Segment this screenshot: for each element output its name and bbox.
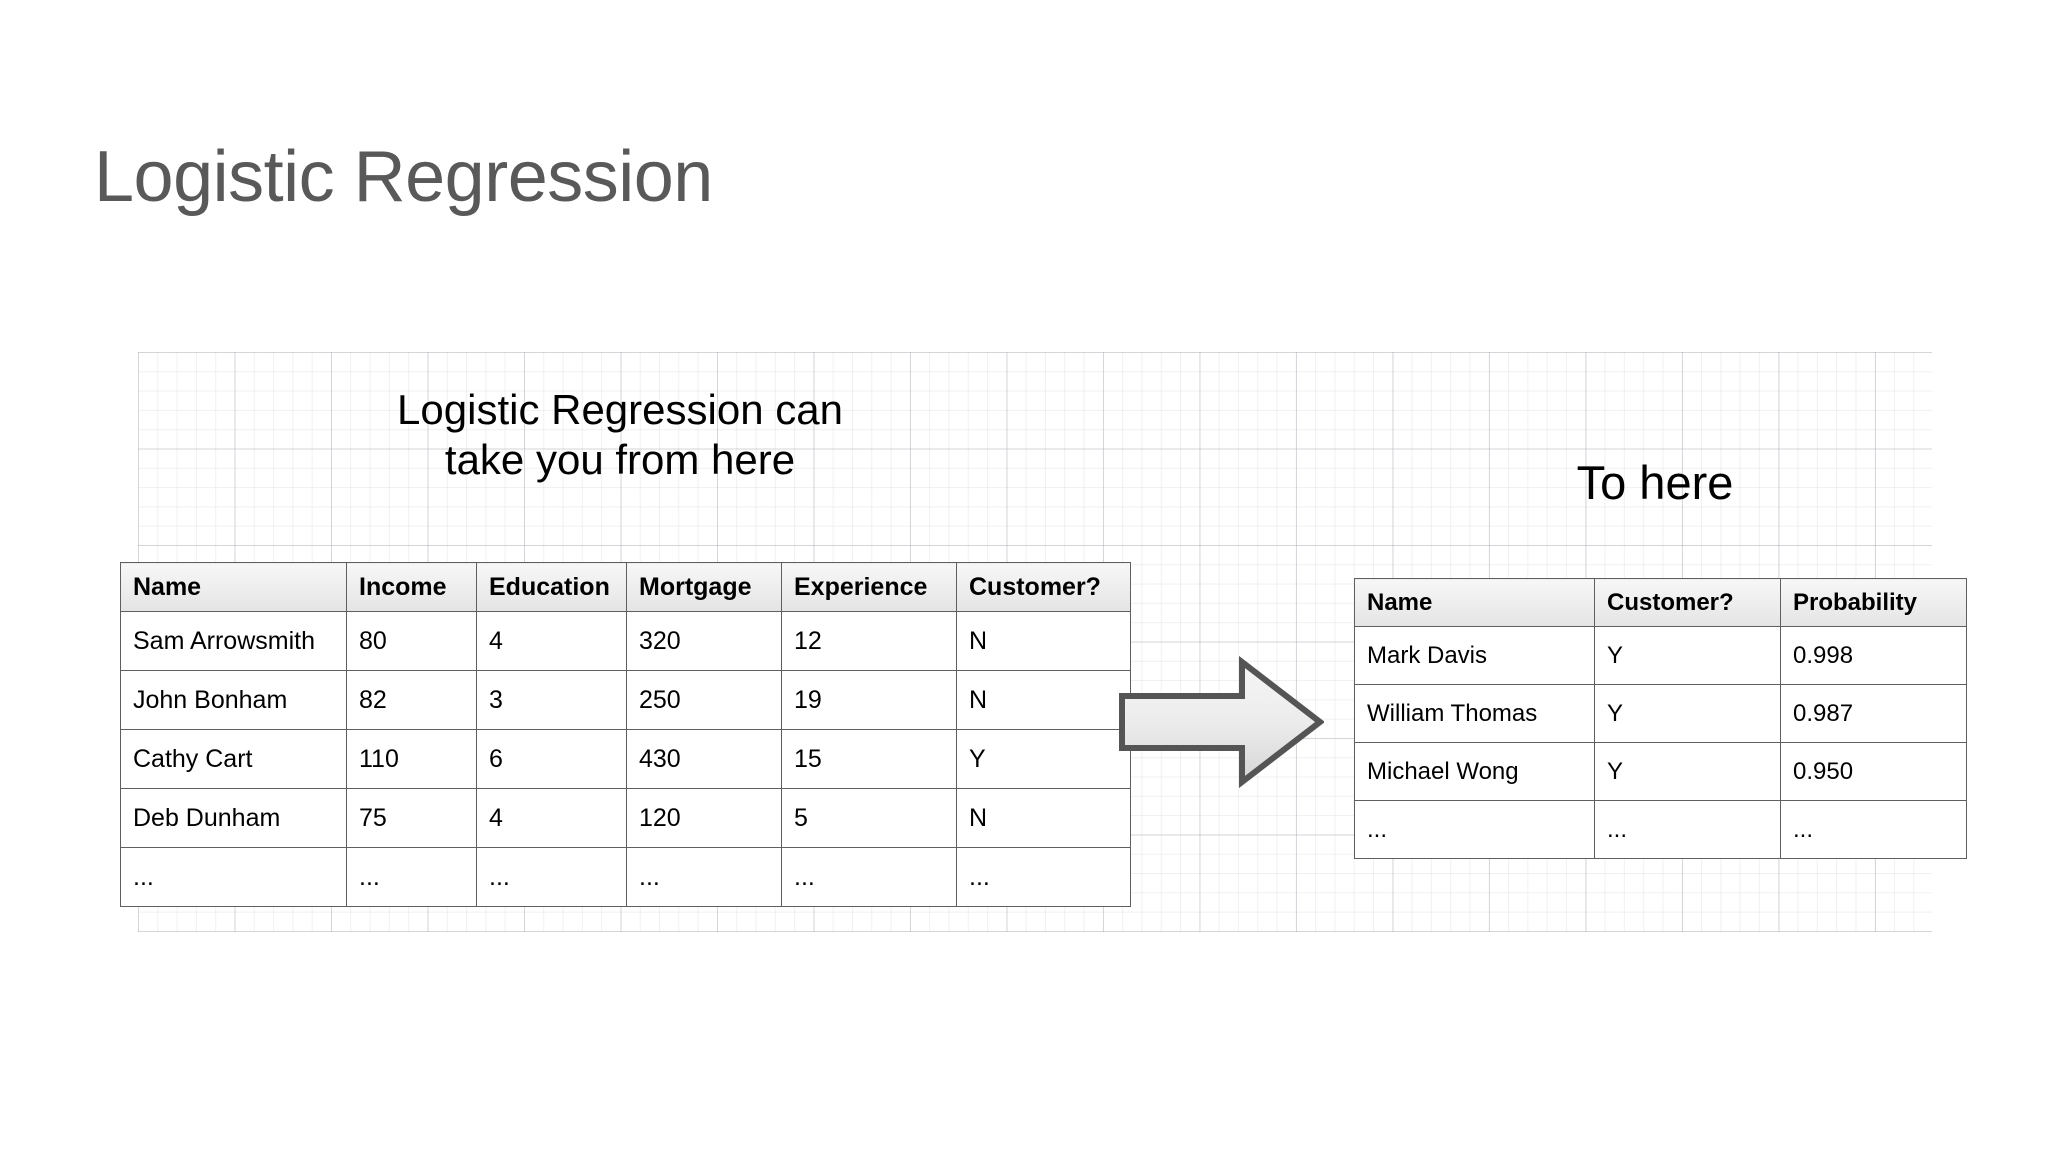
table-row-ellipsis: ... ... ... ... ... ... (120, 847, 1131, 907)
cell-experience: 12 (781, 611, 957, 671)
cell-name: William Thomas (1354, 684, 1595, 743)
table-row: Michael Wong Y 0.950 (1354, 742, 1967, 801)
cell-name: Sam Arrowsmith (120, 611, 347, 671)
cell-education: 6 (476, 729, 627, 789)
table-row: John Bonham 82 3 250 19 N (120, 670, 1131, 730)
cell-name: John Bonham (120, 670, 347, 730)
table-header-row: Name Customer? Probability (1354, 578, 1967, 627)
table-row: Deb Dunham 75 4 120 5 N (120, 788, 1131, 848)
cell-customer: ... (956, 847, 1131, 907)
column-header-customer: Customer? (1594, 578, 1781, 627)
column-header-experience: Experience (781, 562, 957, 612)
cell-experience: 15 (781, 729, 957, 789)
cell-income: 75 (346, 788, 477, 848)
cell-customer: ... (1594, 800, 1781, 859)
column-header-name: Name (120, 562, 347, 612)
column-header-probability: Probability (1780, 578, 1967, 627)
cell-education: 4 (476, 611, 627, 671)
cell-customer: N (956, 788, 1131, 848)
table-row: Sam Arrowsmith 80 4 320 12 N (120, 611, 1131, 671)
column-header-income: Income (346, 562, 477, 612)
cell-customer: N (956, 670, 1131, 730)
cell-name: ... (1354, 800, 1595, 859)
column-header-mortgage: Mortgage (626, 562, 782, 612)
cell-mortgage: 250 (626, 670, 782, 730)
cell-education: ... (476, 847, 627, 907)
cell-probability: 0.987 (1780, 684, 1967, 743)
column-header-education: Education (476, 562, 627, 612)
cell-education: 4 (476, 788, 627, 848)
cell-customer: N (956, 611, 1131, 671)
table-row: Cathy Cart 110 6 430 15 Y (120, 729, 1131, 789)
table-row: Mark Davis Y 0.998 (1354, 626, 1967, 685)
cell-customer: Y (1594, 684, 1781, 743)
scored-output-table: Name Customer? Probability Mark Davis Y … (1354, 578, 1967, 859)
column-header-customer: Customer? (956, 562, 1131, 612)
cell-education: 3 (476, 670, 627, 730)
cell-mortgage: 320 (626, 611, 782, 671)
table-row: William Thomas Y 0.987 (1354, 684, 1967, 743)
cell-mortgage: 430 (626, 729, 782, 789)
cell-income: 110 (346, 729, 477, 789)
cell-name: ... (120, 847, 347, 907)
cell-income: 82 (346, 670, 477, 730)
cell-experience: 19 (781, 670, 957, 730)
cell-experience: 5 (781, 788, 957, 848)
cell-name: Michael Wong (1354, 742, 1595, 801)
page-title: Logistic Regression (94, 137, 713, 218)
cell-income: 80 (346, 611, 477, 671)
cell-experience: ... (781, 847, 957, 907)
cell-mortgage: 120 (626, 788, 782, 848)
cell-name: Deb Dunham (120, 788, 347, 848)
cell-probability: 0.950 (1780, 742, 1967, 801)
caption-to-here: To here (1576, 456, 1734, 509)
cell-name: Cathy Cart (120, 729, 347, 789)
table-header-row: Name Income Education Mortgage Experienc… (120, 562, 1131, 612)
column-header-name: Name (1354, 578, 1595, 627)
cell-probability: ... (1780, 800, 1967, 859)
right-block-arrow-icon (1119, 656, 1324, 788)
cell-customer: Y (1594, 742, 1781, 801)
cell-income: ... (346, 847, 477, 907)
caption-from-here: Logistic Regression can take you from he… (397, 386, 843, 483)
table-row-ellipsis: ... ... ... (1354, 800, 1967, 859)
cell-mortgage: ... (626, 847, 782, 907)
input-features-table: Name Income Education Mortgage Experienc… (120, 562, 1131, 907)
cell-customer: Y (956, 729, 1131, 789)
cell-probability: 0.998 (1780, 626, 1967, 685)
cell-name: Mark Davis (1354, 626, 1595, 685)
cell-customer: Y (1594, 626, 1781, 685)
